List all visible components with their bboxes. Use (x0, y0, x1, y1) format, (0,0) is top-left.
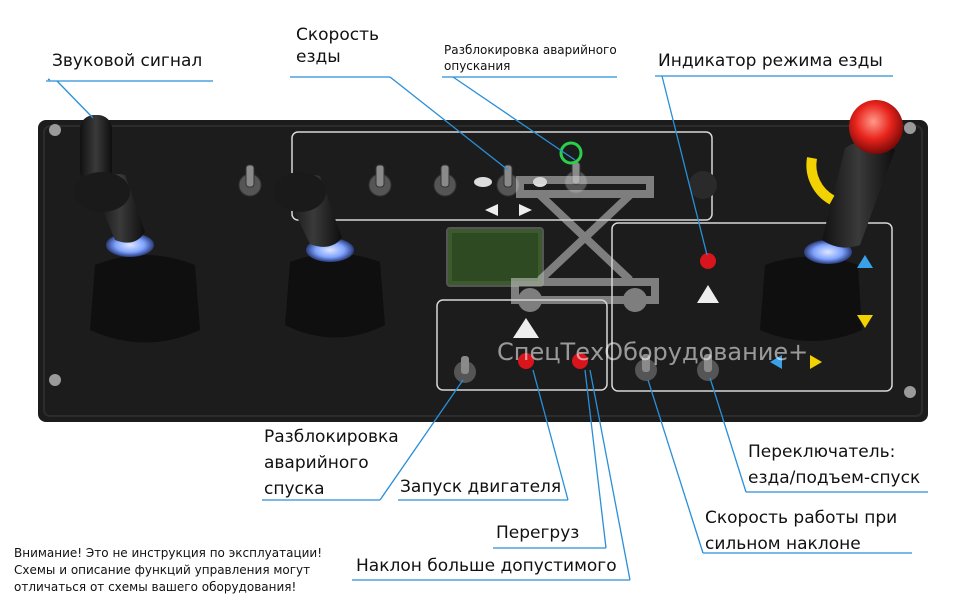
scissor-lift-watermark (511, 176, 659, 312)
arrow-left-icon (485, 204, 498, 216)
label-drive-speed: Скорость езды (296, 25, 379, 67)
bottom-toggle-switches[interactable] (454, 354, 719, 383)
overload-indicator (518, 353, 534, 369)
label-drive-mode-indicator: Индикатор режима езды (658, 51, 883, 71)
label-tilt-exceeded: Наклон больше допустимого (356, 556, 617, 576)
label-emergency-unlock-bottom: Разблокировка аварийного спуска (264, 427, 399, 499)
turtle-icon (474, 177, 492, 187)
middle-joystick[interactable] (274, 172, 385, 338)
label-tilt-speed: Скорость работы при сильном наклоне (705, 508, 898, 554)
arrow-up-icon (857, 255, 873, 268)
left-joystick[interactable] (74, 172, 200, 343)
emergency-stop-button[interactable] (849, 100, 903, 154)
label-switch-drive-lift: Переключатель: езда/подъем-спуск (748, 442, 921, 488)
right-frame (611, 222, 893, 392)
top-toggle-switches[interactable] (238, 161, 588, 197)
label-overload: Перегруз (496, 523, 580, 543)
arrow-left-blue-icon (770, 355, 782, 369)
watermark-text: СпецТехОборудование+ (497, 338, 808, 366)
label-horn: Звуковой сигнал (52, 51, 203, 71)
blank-knob (689, 171, 717, 199)
arrow-down-icon (857, 315, 873, 328)
label-emergency-unlock-top: Разблокировка аварийного опускания (444, 43, 617, 73)
arrow-right-icon (519, 204, 532, 216)
drive-mode-indicator (700, 253, 716, 269)
panel-bolts (49, 122, 916, 398)
disclaimer-text: Внимание! Это не инструкция по эксплуата… (14, 546, 323, 594)
warning-triangle-icon (513, 285, 719, 338)
right-joystick[interactable] (760, 140, 895, 341)
arrow-right-yellow-icon (810, 355, 822, 369)
label-engine-start: Запуск двигателя (400, 477, 562, 497)
tilt-indicator (572, 353, 588, 369)
